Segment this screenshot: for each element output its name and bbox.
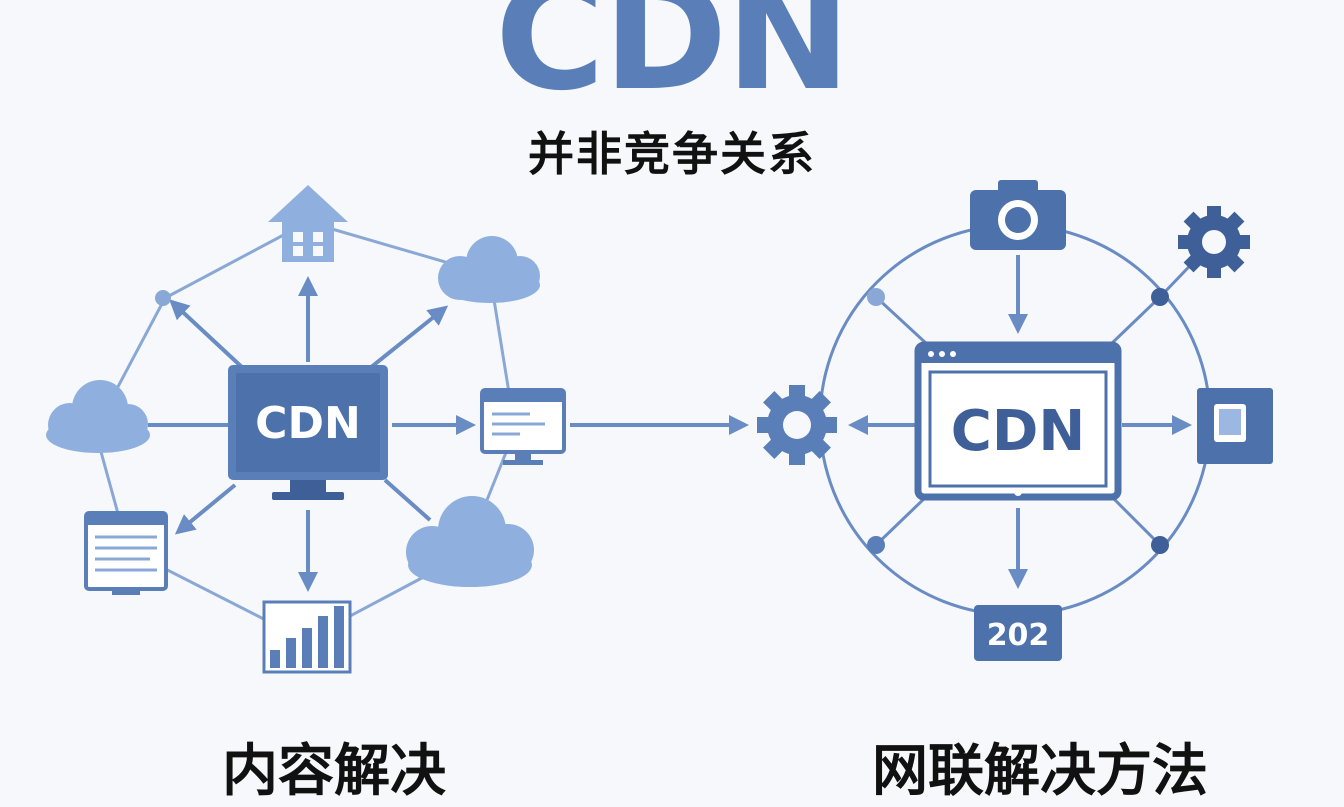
document-monitor-icon — [84, 511, 168, 595]
bar-chart-icon — [262, 600, 352, 674]
connector-top-right — [1108, 295, 1162, 347]
arrow-to-doc — [174, 483, 237, 535]
caption-right: 网联解决方法 — [872, 739, 1208, 804]
cdn-monitor-right: CDN — [914, 341, 1122, 501]
cdn-monitor-left: CDN — [228, 365, 388, 500]
right-hub-label: CDN — [951, 399, 1085, 464]
arrow-to-cloud-top — [368, 305, 449, 370]
subtitle: 并非竞争关系 — [528, 127, 816, 181]
node-dot — [155, 290, 171, 306]
main-title: CDN — [494, 0, 851, 124]
node-dot — [1151, 536, 1169, 554]
badge-label: 202 — [987, 618, 1050, 653]
chip-icon — [1197, 388, 1273, 464]
arrow-to-node — [169, 299, 247, 372]
gear-icon — [1178, 206, 1250, 278]
connector-bottom-right — [1108, 493, 1162, 547]
cloud-icon — [438, 236, 540, 303]
gear-icon — [757, 385, 837, 465]
left-hub-label: CDN — [255, 398, 361, 449]
status-badge: 202 — [974, 605, 1062, 661]
line-to-cloud-bottom — [383, 478, 432, 522]
camera-icon — [970, 180, 1066, 250]
cloud-icon — [406, 496, 534, 587]
connector-top-left — [874, 295, 930, 347]
diagram-canvas: CDN — [46, 180, 1273, 674]
left-network: CDN — [46, 185, 749, 674]
house-icon — [268, 185, 348, 262]
node-dot — [867, 536, 885, 554]
caption-left: 内容解决 — [222, 739, 446, 804]
cloud-icon — [46, 380, 150, 453]
right-network: CDN 202 — [757, 180, 1273, 661]
node-dot — [867, 288, 885, 306]
connector-bottom-left — [874, 493, 930, 547]
browser-monitor-icon — [480, 388, 566, 465]
node-dot — [1151, 288, 1169, 306]
